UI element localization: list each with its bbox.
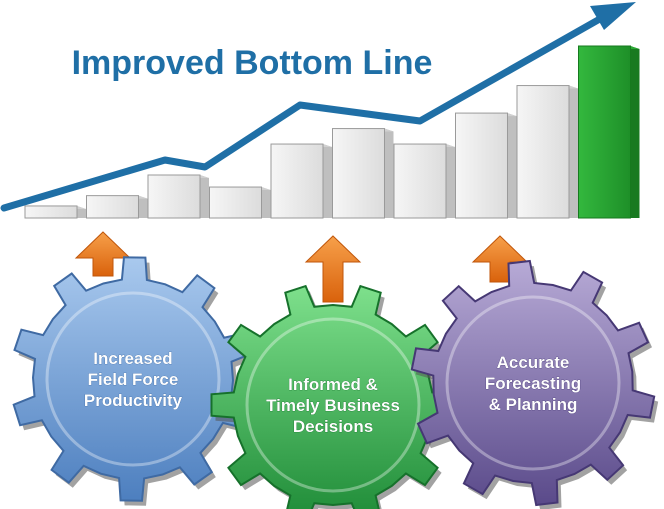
bar xyxy=(578,45,640,219)
bar xyxy=(455,112,517,219)
gear-label-line: Timely Business xyxy=(266,396,400,415)
bar-side xyxy=(384,128,394,218)
gear-label-line: Field Force xyxy=(88,370,179,389)
bar xyxy=(393,143,455,219)
bar-face xyxy=(24,205,78,219)
bar-side xyxy=(446,144,455,218)
bar-side xyxy=(138,195,148,218)
gear-icon xyxy=(210,284,456,509)
gear-label-line: Forecasting xyxy=(485,374,581,393)
bar-face xyxy=(393,143,447,219)
bar xyxy=(209,186,271,219)
bar-face xyxy=(578,45,631,219)
bar-side xyxy=(77,205,86,218)
bar-face xyxy=(86,195,139,219)
bar-face xyxy=(270,143,324,219)
gear-label-line: Increased xyxy=(93,349,172,368)
gear-label-line: Accurate xyxy=(497,353,570,372)
gear-hub-ring xyxy=(445,295,621,471)
bar-face xyxy=(455,112,508,219)
bar-side xyxy=(261,187,271,218)
trend-arrowhead xyxy=(590,2,636,30)
bar xyxy=(24,205,86,219)
bar-chart xyxy=(24,45,640,219)
bar xyxy=(332,128,394,219)
bar-face xyxy=(516,85,570,219)
bar xyxy=(86,195,148,219)
up-arrow-icon xyxy=(304,235,362,303)
gear-label-line: Informed & xyxy=(288,375,378,394)
gear-hub-ring xyxy=(245,317,421,493)
bar-face xyxy=(147,174,201,219)
bar xyxy=(270,143,332,219)
bar xyxy=(516,85,578,219)
bar-side xyxy=(630,46,640,218)
bar-face xyxy=(332,128,385,219)
bar-side xyxy=(200,175,209,218)
gear-label-line: & Planning xyxy=(489,395,578,414)
bar-side xyxy=(507,113,517,218)
diagram-title: Improved Bottom Line xyxy=(72,44,433,82)
trend-arrow-icon xyxy=(0,2,636,212)
bar-side xyxy=(569,85,578,218)
gear-label-line: Decisions xyxy=(293,417,373,436)
gear-icon xyxy=(410,259,656,507)
trend-line xyxy=(0,16,602,212)
gear-label-line: Productivity xyxy=(84,391,183,410)
gear-hub-ring xyxy=(45,291,221,467)
bar xyxy=(147,174,209,219)
bar-side xyxy=(323,144,332,218)
bar-face xyxy=(209,186,262,219)
